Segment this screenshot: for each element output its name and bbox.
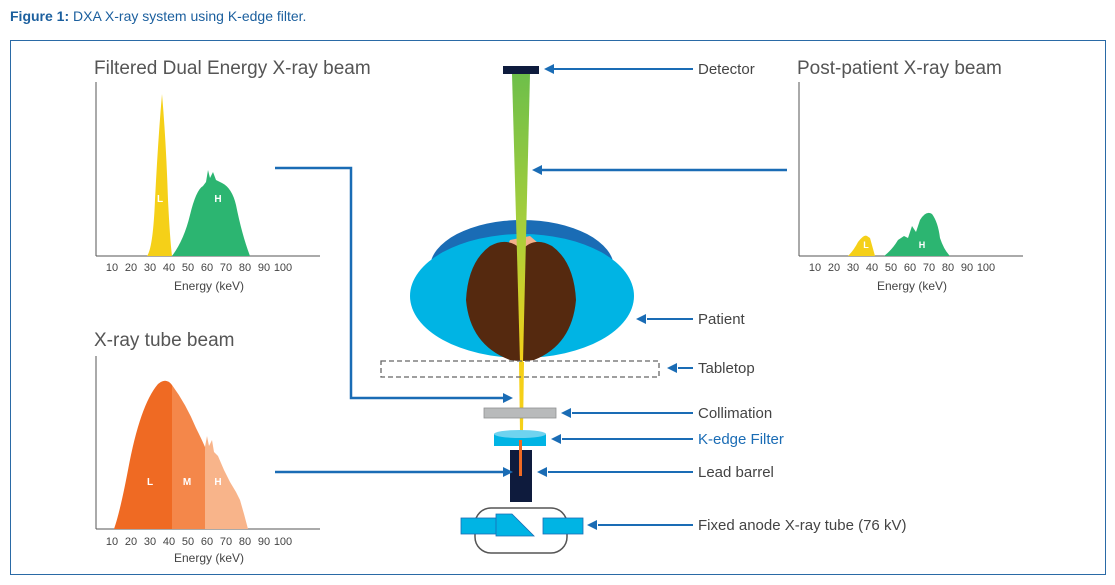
tabletop (380, 360, 660, 378)
post-panel-title: Post-patient X-ray beam (797, 58, 1002, 79)
tick-label: 70 (923, 262, 935, 274)
tube-tick-labels: 10 20 30 40 50 60 70 80 90 100 (106, 536, 292, 548)
tick-label: 40 (163, 536, 175, 548)
xray-beam-upper (512, 74, 530, 362)
cathode (460, 517, 502, 535)
figure-caption: DXA X-ray system using K-edge filter. (73, 8, 307, 24)
tabletop-label: Tabletop (698, 360, 755, 377)
connectors (275, 166, 787, 474)
post-chart: L H 10 20 30 40 50 60 70 80 90 100 Energy (keV) (798, 82, 1023, 293)
tick-label: 20 (125, 536, 137, 548)
kedge-label: K-edge Filter (698, 431, 784, 448)
tick-label: 70 (220, 262, 232, 274)
tube-mid-band (172, 385, 205, 529)
filtered-high-label: H (214, 194, 221, 205)
tick-label: 20 (125, 262, 137, 274)
collimation-label: Collimation (698, 405, 772, 422)
anode-block (542, 517, 584, 535)
tube-low-band (114, 380, 172, 529)
tabletop-pointer-head (667, 363, 677, 373)
tick-label: 30 (847, 262, 859, 274)
anode-target (495, 513, 535, 537)
tick-label: 10 (809, 262, 821, 274)
detector-label: Detector (698, 61, 755, 78)
filtered-connector-arrowhead (503, 393, 513, 403)
post-low-label: L (863, 240, 869, 250)
tick-label: 80 (239, 536, 251, 548)
detector (503, 66, 539, 74)
xray-tube (460, 507, 584, 554)
post-connector-arrowhead (532, 165, 542, 175)
tick-label: 40 (163, 262, 175, 274)
tick-label: 70 (220, 536, 232, 548)
tube-high-band (205, 436, 248, 529)
filtered-low-peak (147, 94, 172, 256)
tick-label: 60 (201, 262, 213, 274)
tick-label: 90 (258, 262, 270, 274)
filtered-chart: L H 10 20 30 40 50 60 70 80 90 100 Energy (keV) (95, 82, 320, 293)
tick-label: 50 (182, 536, 194, 548)
figure-prefix: Figure 1: (10, 8, 70, 24)
tube-mid-label: M (183, 477, 191, 488)
kedge-filter-top (494, 430, 546, 438)
label-pointers (548, 68, 693, 526)
label-pointer-heads (537, 64, 677, 530)
tick-label: 30 (144, 536, 156, 548)
filtered-connector-line (275, 166, 505, 400)
filtered-high-peak (172, 170, 250, 256)
tick-label: 50 (182, 262, 194, 274)
tube-beam-core (519, 440, 522, 476)
figure-frame (10, 40, 1106, 575)
tick-label: 100 (274, 262, 292, 274)
component-labels: Detector Patient Tabletop Collimation K-… (698, 61, 906, 534)
lead-pointer-head (537, 467, 547, 477)
lead-barrel-label: Lead barrel (698, 464, 774, 481)
xray-beam-lower (519, 362, 524, 432)
tube-connector-arrowhead (503, 467, 513, 477)
tick-label: 90 (258, 536, 270, 548)
patient-pointer-head (636, 314, 646, 324)
post-high-label: H (919, 240, 926, 250)
detector-pointer-head (544, 64, 554, 74)
tick-label: 20 (828, 262, 840, 274)
tube-pointer-head (587, 520, 597, 530)
tick-label: 100 (977, 262, 995, 274)
tick-label: 10 (106, 536, 118, 548)
tube-low-label: L (147, 477, 153, 488)
tick-label: 100 (274, 536, 292, 548)
post-high-peak (884, 212, 950, 256)
patient-label: Patient (698, 311, 746, 328)
tick-label: 80 (942, 262, 954, 274)
post-tick-labels: 10 20 30 40 50 60 70 80 90 100 (809, 262, 995, 274)
tube-high-label: H (214, 477, 221, 488)
kedge-pointer-head (551, 434, 561, 444)
tick-label: 90 (961, 262, 973, 274)
post-x-label: Energy (keV) (877, 279, 947, 293)
tick-label: 60 (904, 262, 916, 274)
filtered-panel-title: Filtered Dual Energy X-ray beam (94, 58, 371, 79)
tick-label: 60 (201, 536, 213, 548)
tick-label: 40 (866, 262, 878, 274)
tube-x-label: Energy (keV) (174, 551, 244, 565)
tick-label: 30 (144, 262, 156, 274)
tick-label: 80 (239, 262, 251, 274)
filtered-low-label: L (157, 194, 163, 205)
figure-title: Figure 1: DXA X-ray system using K-edge … (10, 8, 306, 24)
filtered-tick-labels: 10 20 30 40 50 60 70 80 90 100 (106, 262, 292, 274)
xray-tube-label: Fixed anode X-ray tube (76 kV) (698, 517, 906, 534)
tube-panel-title: X-ray tube beam (94, 330, 234, 351)
collimation (483, 407, 557, 419)
filtered-x-label: Energy (keV) (174, 279, 244, 293)
tube-chart: L M H 10 20 30 40 50 60 70 80 90 100 Energy (keV) (95, 356, 320, 565)
tick-label: 10 (106, 262, 118, 274)
collimation-pointer-head (561, 408, 571, 418)
post-low-peak (848, 235, 875, 256)
connector-arrowheads (503, 165, 542, 477)
tick-label: 50 (885, 262, 897, 274)
